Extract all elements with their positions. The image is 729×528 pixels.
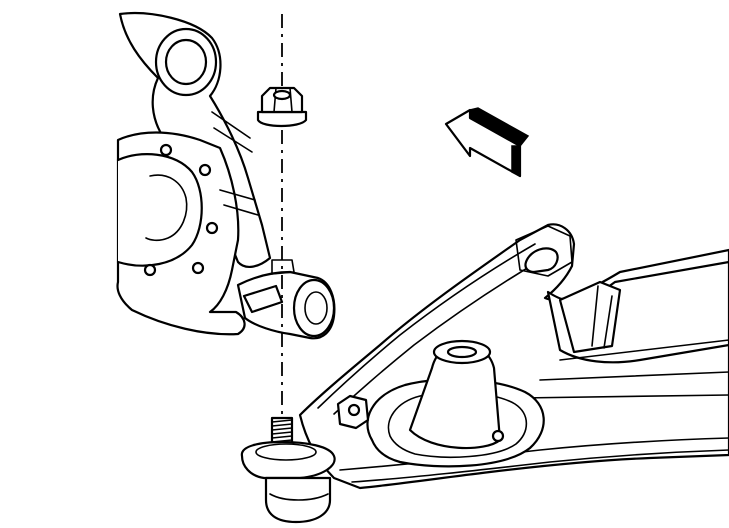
- knuckle-lower-boss-ring: [304, 291, 328, 325]
- knuckle-bolt-hole: [159, 143, 173, 157]
- direction-arrow: [444, 107, 530, 178]
- knuckle-bolt-hole: [205, 221, 219, 235]
- control-arm-rail: [519, 339, 729, 399]
- lower-control-arm: [298, 223, 729, 490]
- knuckle-lower-boss-face: [292, 278, 336, 338]
- control-arm-rear-bushing: [558, 280, 622, 354]
- knuckle-rib: [211, 111, 259, 216]
- knuckle-upper-eye-bore: [164, 38, 208, 86]
- arrow-shadow-face: [511, 145, 521, 178]
- control-arm-lower-flange: [339, 437, 729, 471]
- control-arm-pivot-slot: [524, 247, 559, 274]
- ball-joint-body-band: [269, 493, 329, 501]
- flange-nut: [256, 86, 308, 128]
- spring-seat-ring-inner: [387, 391, 528, 458]
- knuckle-bolt-hole: [198, 163, 212, 177]
- knuckle-boss-tab: [271, 259, 295, 275]
- ball-joint-stud-threads: [271, 419, 293, 443]
- steering-knuckle: [116, 12, 336, 340]
- knuckle-hub-bore: [116, 153, 203, 267]
- control-arm-pivot-boss: [515, 225, 573, 277]
- knuckle-bolt-hole: [191, 261, 205, 275]
- control-arm-upper-flange: [317, 243, 536, 409]
- knuckle-hub-bore-inner: [145, 174, 188, 242]
- ball-joint: [240, 416, 336, 524]
- nut-thread-bore: [272, 89, 292, 101]
- nut-flange: [256, 110, 308, 128]
- bump-stop-bore: [446, 345, 478, 359]
- control-arm-lower-edge: [351, 449, 729, 483]
- knuckle-boss-slot: [242, 284, 284, 314]
- ball-joint-flange-top: [255, 443, 317, 461]
- stabilizer-link-hole: [347, 403, 361, 417]
- control-arm-upper-flange-inner: [333, 257, 545, 415]
- knuckle-bolt-hole: [143, 263, 157, 277]
- control-arm-rear-bushing-edge: [591, 285, 613, 349]
- control-arm-rivet: [491, 429, 505, 443]
- arrow-shadow-top: [469, 107, 530, 147]
